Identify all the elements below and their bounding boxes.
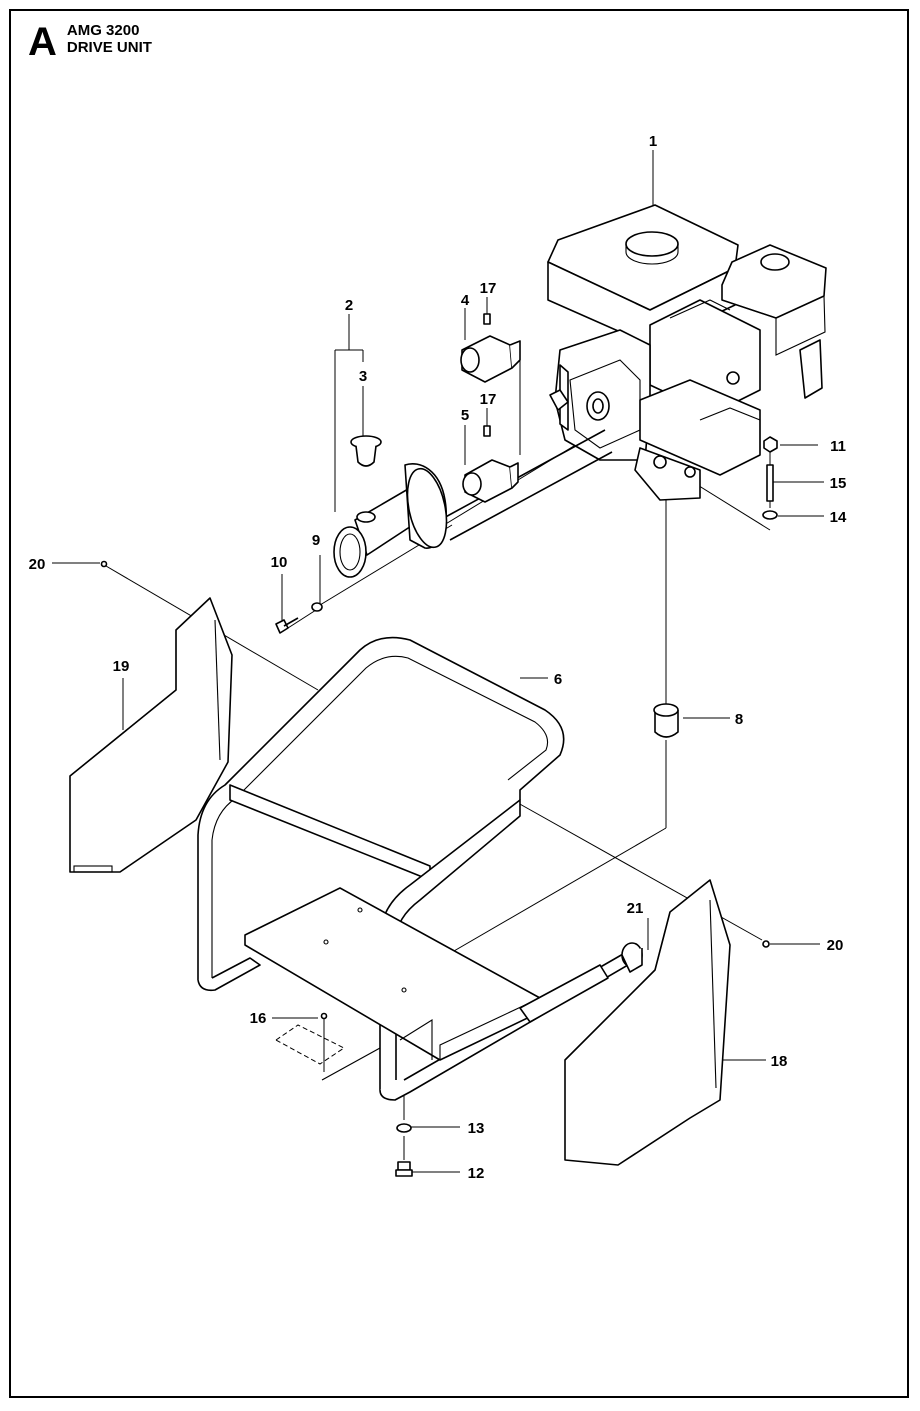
- callout-16: 16: [250, 1010, 267, 1027]
- callout-20-right: 20: [827, 937, 844, 954]
- screw-part-20-left: [100, 560, 108, 568]
- nut-part-11: [763, 436, 778, 453]
- screw-part-16: [320, 1012, 328, 1020]
- callout-13: 13: [468, 1120, 485, 1137]
- diagram-title: DRIVE UNIT: [66, 39, 152, 56]
- callout-5: 5: [461, 407, 469, 424]
- rubber-mount-part-8: [653, 703, 679, 738]
- section-letter: A: [28, 20, 57, 64]
- coupling-part-5: [462, 459, 519, 503]
- callout-6: 6: [554, 671, 562, 688]
- callout-19: 19: [113, 658, 130, 675]
- callout-1: 1: [649, 133, 657, 150]
- base-plate-part-16: [275, 1024, 381, 1081]
- bolt-part-10: [275, 617, 299, 634]
- frame-part-6: [197, 636, 641, 1101]
- callout-11: 11: [830, 438, 846, 455]
- side-panel-part-19: [69, 597, 233, 873]
- callout-17-upper: 17: [480, 280, 497, 297]
- spacer-part-15: [766, 464, 774, 502]
- engine-part-1: [547, 204, 827, 501]
- model-name: AMG 3200: [66, 22, 140, 39]
- grip-part-21: [519, 942, 643, 1023]
- callout-9: 9: [312, 532, 320, 549]
- title-block: AMG 3200 DRIVE UNIT: [67, 22, 152, 56]
- diagram-header: A AMG 3200 DRIVE UNIT: [28, 22, 152, 62]
- coupling-part-4: [460, 335, 521, 383]
- washer-part-13: [396, 1123, 412, 1133]
- callout-2: 2: [345, 297, 353, 314]
- callout-17-lower: 17: [480, 391, 497, 408]
- callout-8: 8: [735, 711, 743, 728]
- screw-part-20-right: [762, 940, 770, 948]
- washer-part-14: [762, 510, 778, 520]
- washer-part-9: [311, 602, 323, 612]
- callout-4: 4: [461, 292, 470, 309]
- cap-part-3: [350, 435, 382, 467]
- callout-12: 12: [468, 1165, 485, 1182]
- callout-labels: 1 2 3 4 5 6 8 9 10 11 12 13 14 15 16 17 …: [29, 133, 847, 1182]
- callout-14: 14: [830, 509, 847, 526]
- callout-10: 10: [271, 554, 288, 571]
- page-frame: [9, 9, 909, 1398]
- callout-20-left: 20: [29, 556, 46, 573]
- bolt-part-12: [395, 1161, 413, 1177]
- pin-part-17-upper: [483, 313, 491, 325]
- callout-3: 3: [359, 368, 367, 385]
- pin-part-17-lower: [483, 425, 491, 437]
- callout-15: 15: [830, 475, 847, 492]
- shaft-housing-part-2: [333, 429, 613, 578]
- side-panel-part-18: [564, 879, 731, 1166]
- callout-18: 18: [771, 1053, 788, 1070]
- callout-21: 21: [627, 900, 644, 917]
